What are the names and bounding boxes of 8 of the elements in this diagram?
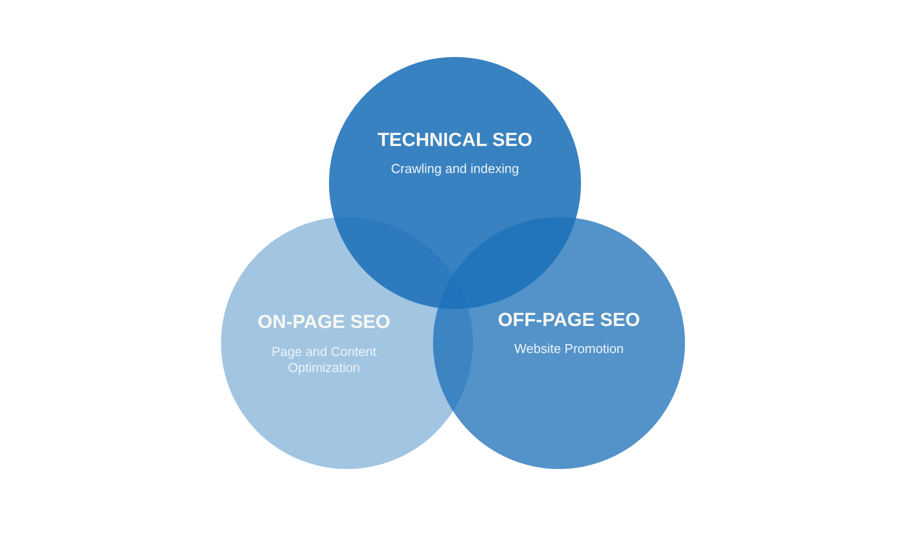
venn-circle <box>329 57 581 309</box>
circle-description: Page and Content Optimization <box>270 344 378 376</box>
circle-title: OFF-PAGE SEO <box>498 309 640 333</box>
circle-title: TECHNICAL SEO <box>378 129 532 153</box>
circle-description: Crawling and indexing <box>391 160 519 178</box>
circle-description: Website Promotion <box>514 340 624 358</box>
venn-circle <box>433 217 685 469</box>
circle-title: ON-PAGE SEO <box>258 311 390 335</box>
